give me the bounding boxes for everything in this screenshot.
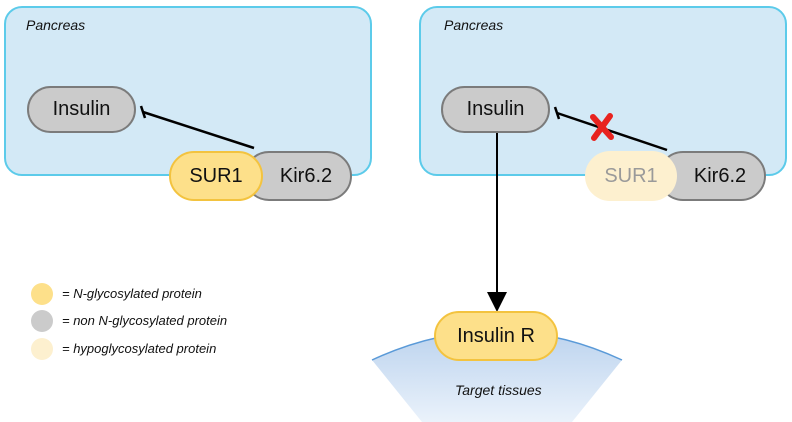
inhibition-line-right [556, 111, 668, 152]
insulin-receptor-node: Insulin R [434, 311, 558, 361]
sur1-node-left: SUR1 [169, 151, 263, 201]
legend-dot-hypoglycosylated [31, 338, 53, 360]
inhibition-line-left [142, 110, 255, 150]
target-tissues-shape [372, 331, 622, 422]
legend-text-non-glycosylated: = non N-glycosylated protein [62, 313, 228, 328]
blocked-cross-icon [590, 113, 614, 141]
insulin-node-left: Insulin [27, 86, 136, 133]
target-tissues-label: Target tissues [455, 382, 542, 398]
sur1-node-right: SUR1 [585, 151, 677, 201]
legend-text-hypoglycosylated: = hypoglycosylated protein [62, 341, 217, 356]
insulin-node-right: Insulin [441, 86, 550, 133]
legend-text-n-glycosylated: = N-glycosylated protein [62, 286, 202, 301]
pancreas-label-right: Pancreas [444, 17, 504, 33]
legend-dot-n-glycosylated [31, 283, 53, 305]
legend-dot-non-glycosylated [31, 310, 53, 332]
pancreas-label-left: Pancreas [26, 17, 86, 33]
